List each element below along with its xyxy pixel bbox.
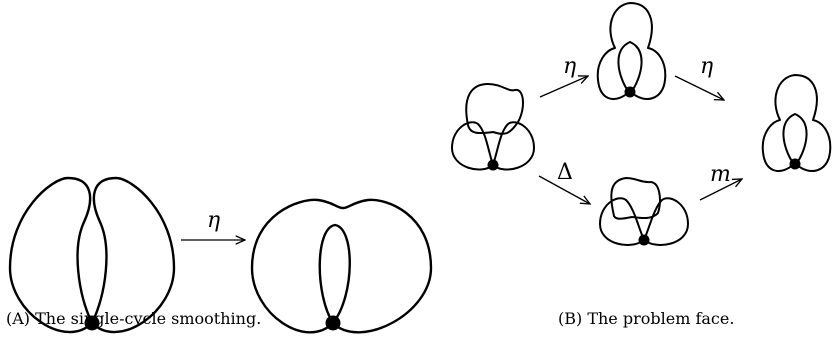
outer-loop [596,2,667,100]
arrow-b-bottom-left-label: Δ [557,160,573,185]
virtual-crossing-icon [624,86,636,98]
virtual-crossing-icon [487,159,499,171]
arrow-a: η [181,208,245,240]
arrow-a-label: η [207,208,220,233]
diagram-a-after [250,198,433,334]
left-side-lobe [451,121,494,171]
arrow-b-top-right-label: η [700,54,713,79]
left-side-lobe [599,197,645,246]
arrow-b-bottom-right: m [699,162,742,201]
top-blob [465,83,524,135]
virtual-crossing-icon [789,158,801,170]
caption-a: (A) The single-cycle smoothing. [6,309,262,328]
virtual-crossing-icon [325,315,341,331]
right-side-lobe [492,121,535,171]
left-lobe [8,176,94,334]
diagram-b-bottom [599,177,689,246]
inner-loop [617,41,643,92]
outer-cycle [250,198,433,334]
inner-oval [318,223,351,325]
diagram-b-left [451,83,535,171]
outer-loop [761,74,832,172]
right-lobe [90,176,176,334]
right-side-lobe [643,197,689,246]
arrow-b-top-left: η [539,54,588,98]
top-blob [610,177,661,220]
virtual-crossing-icon [638,234,650,246]
panel-b: η η Δ m [451,2,832,246]
diagram-b-top [596,2,667,100]
diagram-a-before [8,176,176,334]
arrow-b-top-left-label: η [563,54,576,79]
arrow-b-bottom-left: Δ [538,160,590,204]
panel-a: η [8,176,433,334]
caption-b: (B) The problem face. [558,309,735,328]
diagram-b-right [761,74,832,172]
inner-loop [782,113,808,164]
arrow-b-top-right: η [674,54,724,100]
arrow-b-bottom-right-label: m [710,162,731,187]
